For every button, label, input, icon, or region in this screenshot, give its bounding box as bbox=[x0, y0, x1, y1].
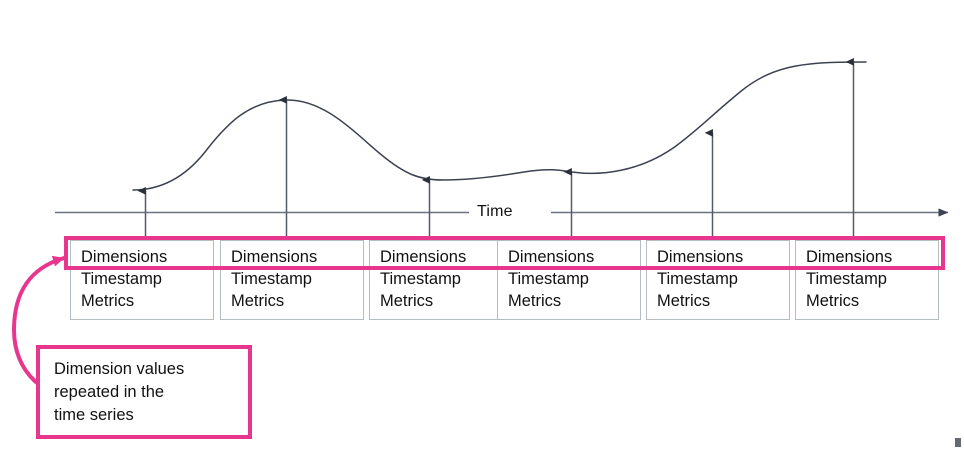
record-dimensions-label: Dimensions bbox=[508, 248, 595, 266]
record-metrics-label: Metrics bbox=[380, 292, 434, 310]
record-dimensions-label: Dimensions bbox=[81, 248, 168, 266]
callout-line-3: time series bbox=[54, 406, 134, 424]
time-axis-label: Time bbox=[477, 203, 513, 220]
record-box[interactable]: Dimensions Timestamp Metrics bbox=[220, 240, 364, 320]
record-timestamp-label: Timestamp bbox=[81, 270, 162, 288]
record-timestamp-label: Timestamp bbox=[231, 270, 312, 288]
corner-artifact bbox=[955, 438, 961, 447]
record-metrics-label: Metrics bbox=[231, 292, 285, 310]
record-metrics-label: Metrics bbox=[806, 292, 860, 310]
record-metrics-label: Metrics bbox=[508, 292, 562, 310]
record-dimensions-label: Dimensions bbox=[806, 248, 893, 266]
record-timestamp-label: Timestamp bbox=[806, 270, 887, 288]
callout-line-2: repeated in the bbox=[54, 383, 165, 401]
record-box[interactable]: Dimensions Timestamp Metrics bbox=[70, 240, 214, 320]
record-box[interactable]: Dimensions Timestamp Metrics bbox=[369, 240, 513, 320]
record-metrics-label: Metrics bbox=[657, 292, 711, 310]
record-box[interactable]: Dimensions Timestamp Metrics bbox=[646, 240, 790, 320]
record-box[interactable]: Dimensions Timestamp Metrics bbox=[497, 240, 641, 320]
record-timestamp-label: Timestamp bbox=[380, 270, 461, 288]
time-series-curve bbox=[132, 61, 867, 191]
record-metrics-label: Metrics bbox=[81, 292, 135, 310]
record-dimensions-label: Dimensions bbox=[657, 248, 744, 266]
record-dimensions-label: Dimensions bbox=[380, 248, 467, 266]
record-timestamp-label: Timestamp bbox=[657, 270, 738, 288]
record-timestamp-label: Timestamp bbox=[508, 270, 589, 288]
record-box[interactable]: Dimensions Timestamp Metrics bbox=[795, 240, 939, 320]
callout-line-1: Dimension values bbox=[54, 360, 185, 378]
record-dimensions-label: Dimensions bbox=[231, 248, 318, 266]
callout-box: Dimension values repeated in the time se… bbox=[36, 345, 252, 439]
